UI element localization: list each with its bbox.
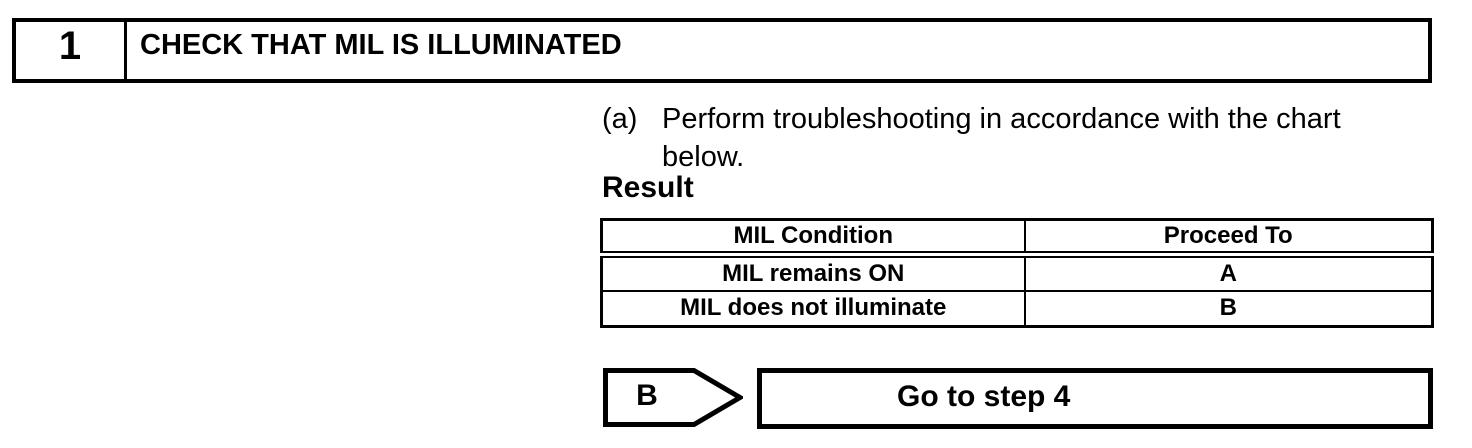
result-table-header-row: MIL Condition Proceed To [600, 218, 1434, 258]
instruction-marker: (a) [602, 103, 638, 135]
table-row: MIL does not illuminate B [600, 289, 1434, 328]
result-table: MIL Condition Proceed To MIL remains ON … [600, 218, 1434, 328]
flow-connector: B [603, 368, 743, 427]
cell-proceed-to: B [1023, 289, 1434, 328]
instruction-text: Perform troubleshooting in accordance wi… [662, 100, 1341, 176]
cell-proceed-to: A [1023, 253, 1434, 292]
result-label: Result [602, 171, 694, 204]
connector-arrow-icon [603, 368, 743, 427]
goto-action-text: Go to step 4 [897, 379, 1071, 413]
table-row: MIL remains ON A [600, 253, 1434, 292]
goto-action-box: Go to step 4 [757, 368, 1433, 429]
column-header-proceed-to: Proceed To [1023, 218, 1434, 258]
connector-label: B [636, 379, 658, 412]
step-header: 1 CHECK THAT MIL IS ILLUMINATED [12, 18, 1432, 83]
cell-mil-condition: MIL remains ON [600, 253, 1026, 292]
instruction-line-2: below. [662, 141, 745, 173]
column-header-mil-condition: MIL Condition [600, 218, 1026, 258]
step-title: CHECK THAT MIL IS ILLUMINATED [140, 29, 622, 61]
cell-mil-condition: MIL does not illuminate [600, 289, 1026, 328]
instruction-line-1: Perform troubleshooting in accordance wi… [662, 103, 1341, 135]
step-number: 1 [16, 22, 127, 79]
instruction-paragraph: (a) Perform troubleshooting in accordanc… [602, 100, 1442, 176]
